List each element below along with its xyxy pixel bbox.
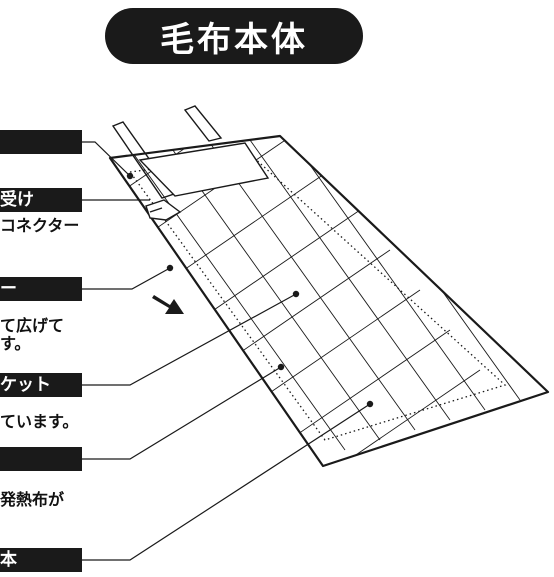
leader-dots <box>126 172 374 408</box>
label-text-3: ー <box>0 279 17 299</box>
connector-note: コネクター <box>0 216 80 235</box>
pocket-flap <box>138 142 270 197</box>
label-text-6: 本 <box>0 550 17 570</box>
page-title: 毛布本体 <box>160 19 308 60</box>
label-text-4: ケット <box>0 375 51 395</box>
connector-icon <box>145 199 182 221</box>
label-bar-3: ー <box>0 277 82 301</box>
strap-right <box>183 105 223 142</box>
leader-line-5 <box>82 366 282 460</box>
heat-cloth-note: 発熱布が <box>0 490 65 509</box>
spread-note-line1: て広げて <box>0 316 65 335</box>
pocket-note: ています。 <box>0 412 79 431</box>
leader-line-6 <box>82 403 371 561</box>
leader-line-4 <box>82 293 297 386</box>
leader-line-1 <box>82 141 131 177</box>
quilt-grid <box>110 136 548 466</box>
spread-note-line2: す。 <box>0 334 31 353</box>
blanket-outline <box>108 134 550 468</box>
label-bar-4: ケット <box>0 373 82 397</box>
label-text-2: 受け <box>0 190 34 210</box>
label-bar-6: 本 <box>0 548 82 572</box>
direction-arrow-icon <box>152 295 184 314</box>
label-bar-2: 受け <box>0 188 82 212</box>
title-banner: 毛布本体 <box>105 8 363 64</box>
leader-lines <box>82 141 371 561</box>
label-bar-1 <box>0 130 82 154</box>
leader-line-3 <box>82 267 171 290</box>
label-bar-5 <box>0 447 82 471</box>
